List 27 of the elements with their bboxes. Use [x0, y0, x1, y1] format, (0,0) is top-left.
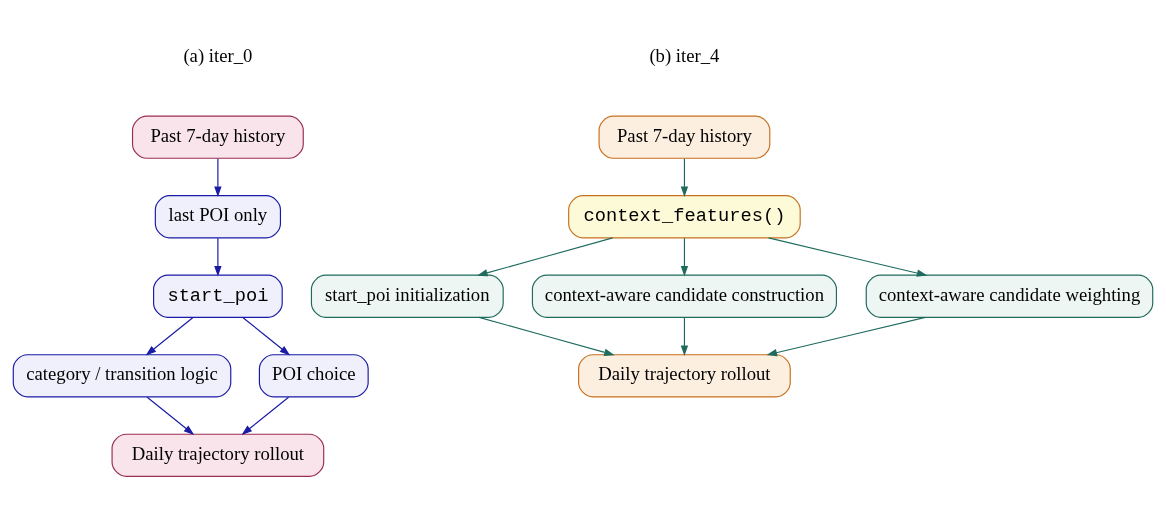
node-box: start_poi: [153, 274, 283, 318]
arrow: [242, 316, 291, 356]
arrow: [477, 236, 614, 276]
node-box: context_features(): [568, 194, 801, 238]
node-box: context-aware candidate construction: [531, 274, 838, 318]
node-box: POI choice: [258, 353, 369, 397]
label: (a) iter_0: [183, 44, 253, 66]
node-box: Past 7-day history: [598, 115, 771, 159]
node-box: context-aware candidate weighting: [865, 274, 1154, 318]
node-box: last POI only: [154, 194, 282, 238]
arrow: [680, 316, 689, 356]
arrow: [478, 316, 615, 356]
arrow: [145, 316, 194, 356]
label: (b) iter_4: [649, 44, 720, 66]
arrow: [680, 237, 689, 276]
arrow: [214, 237, 222, 276]
node-box: Daily trajectory rollout: [578, 353, 791, 397]
arrow: [241, 396, 290, 435]
node-box: Daily trajectory rollout: [111, 433, 325, 477]
arrow: [146, 396, 195, 435]
node-box: Past 7-day history: [131, 115, 304, 159]
arrow: [214, 157, 222, 197]
arrow: [680, 157, 689, 197]
arrow: [766, 316, 926, 356]
arrow: [767, 236, 928, 277]
node-box: category / transition logic: [12, 353, 232, 397]
node-box: start_poi initialization: [310, 274, 504, 318]
